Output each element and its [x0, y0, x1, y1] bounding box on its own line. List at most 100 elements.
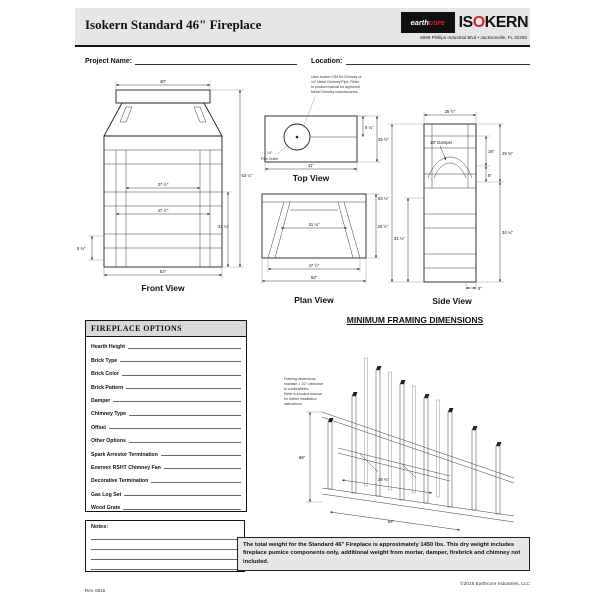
side-dim-depth: 25 ½" — [445, 109, 456, 114]
option-row: Gas Log Set — [86, 484, 246, 498]
front-body — [103, 135, 223, 268]
top-dim-flue: 8 ¼" — [365, 125, 374, 130]
framing-note-line: maintain 1 1/2" clearance — [284, 382, 323, 386]
option-blank — [129, 410, 241, 416]
location-label: Location: — [311, 58, 343, 65]
option-blank — [109, 423, 241, 430]
framing-title: MINIMUM FRAMING DIMENSIONS — [346, 315, 484, 325]
isokern-logo: ISOKERN — [458, 13, 529, 31]
front-view-drawing: 40" 63 ¼" 31 ¼" 37 ½" 47 ½" 8 ¾" 53" Fro… — [77, 79, 253, 293]
side-dim-height: 63 ¼" — [378, 196, 389, 201]
option-blank — [128, 437, 241, 443]
framing-note-line: for further installation — [284, 397, 317, 401]
plan-dim-rear: 31 ¼" — [309, 222, 320, 227]
framing-dim-depth: 29 ¾" — [378, 477, 389, 482]
option-blank — [123, 504, 241, 510]
project-row: Project Name: Location: — [85, 56, 530, 65]
option-blank — [163, 463, 241, 470]
front-dome — [103, 102, 223, 137]
side-view-caption: Side View — [432, 296, 472, 306]
option-row: Damper — [86, 391, 246, 404]
project-name-label: Project Name: — [85, 58, 133, 65]
option-row: Hearth Height — [86, 337, 246, 350]
project-name-blank — [135, 56, 297, 65]
plan-view-caption: Plan View — [294, 295, 334, 305]
front-dim-opening: 31 ¼" — [218, 224, 229, 229]
project-name-field: Project Name: — [85, 56, 297, 65]
plan-view-drawing: 31 ¼" 47 ½" 53" 25 ½" Plan View — [261, 193, 389, 305]
option-blank — [113, 396, 241, 403]
option-blank — [128, 343, 241, 349]
damper-curve — [427, 156, 473, 179]
front-cap — [115, 89, 211, 104]
side-outline — [423, 123, 477, 283]
front-dim-inner-upper: 37 ½" — [158, 182, 169, 187]
framing-note-line: instructions. — [284, 402, 303, 406]
framing-note-line: Framing dimensions — [284, 377, 316, 381]
side-dim-b: 8" — [488, 173, 492, 178]
framing-studs — [327, 366, 502, 515]
notes-blank-line — [91, 540, 239, 550]
front-dim-hearth: 8 ¾" — [77, 246, 86, 251]
framing-note-line: Refer to product manual — [284, 392, 322, 396]
option-blank — [120, 356, 241, 363]
top-dim-depth: 25 ½" — [378, 137, 389, 142]
flue-outlet-label: Flue Outlet — [261, 157, 278, 161]
plan-dim-opening: 47 ½" — [309, 263, 320, 268]
framing-drawing: Framing dimensions maintain 1 1/2" clear… — [284, 357, 515, 531]
option-row: Brick Pattern — [86, 377, 246, 391]
framing-dim-width: 54" — [388, 519, 395, 524]
side-view-drawing: 16" Damper 25 ½" 16" 8" 29 ¾" 34 ¼" 63 ¼… — [378, 109, 513, 306]
chimney-note-line: to product manual for approved — [311, 85, 360, 89]
front-dim-inner-lower: 47 ½" — [158, 208, 169, 213]
front-dim-bottom: 53" — [160, 269, 167, 274]
side-dim-offset: 5" — [478, 286, 482, 291]
damper-label: 16" Damper — [430, 140, 453, 145]
earthcore-logo-earth: earth — [410, 18, 429, 27]
option-row: Chimney Type — [86, 404, 246, 417]
side-dim-lower: 34 ¼" — [502, 230, 513, 235]
chimney-note-line: Metal Chimney manufacturers. — [311, 90, 359, 94]
option-row: Wood Grate — [86, 498, 246, 511]
plan-outline — [261, 193, 367, 259]
top-view-drawing: Uses Isokern DM 54 Chimney or 14" Metal … — [261, 75, 389, 183]
side-dim-upper: 29 ¾" — [502, 151, 513, 156]
option-blank — [124, 490, 241, 497]
notes-blank-line — [91, 530, 239, 540]
location-blank — [345, 56, 530, 65]
option-blank — [151, 477, 241, 483]
option-blank — [121, 370, 241, 376]
top-outline — [264, 115, 358, 163]
option-row: Brick Type — [86, 350, 246, 364]
top-view-caption: Top View — [293, 173, 330, 183]
side-dim-opening: 31 ¼" — [394, 236, 405, 241]
page-title: Isokern Standard 46" Fireplace — [85, 17, 262, 32]
framing-note-line: to combustibles. — [284, 387, 309, 391]
plan-dim-overall: 53" — [311, 275, 318, 280]
framing-dim-height: 66" — [299, 455, 306, 460]
weight-note-box: The total weight for the Standard 46" Fi… — [237, 537, 530, 571]
plan-dim-depth: 25 ½" — [378, 224, 389, 229]
fireplace-options-title: FIREPLACE OPTIONS — [86, 321, 246, 337]
earthcore-logo-core: core — [428, 18, 445, 27]
front-dim-top: 40" — [160, 79, 167, 84]
option-blank — [126, 383, 241, 390]
chimney-note-line: Uses Isokern DM 54 Chimney or — [311, 75, 362, 79]
notes-box: Notes: — [85, 520, 245, 572]
option-row: Offset — [86, 417, 246, 431]
option-row: Brick Color — [86, 364, 246, 377]
fireplace-options-panel: FIREPLACE OPTIONS Hearth Height Brick Ty… — [85, 320, 247, 513]
option-row: Spark Arrestor Termination — [86, 444, 246, 458]
front-dim-height: 63 ¼" — [242, 173, 253, 178]
top-dim-width: 41" — [308, 163, 315, 168]
flue-size-label: 14" — [267, 151, 273, 155]
front-view-caption: Front View — [141, 283, 185, 293]
chimney-note-line: 14" Metal Chimney Pipe. Refer — [311, 80, 360, 84]
side-dim-a: 16" — [488, 149, 495, 154]
option-blank — [160, 450, 241, 457]
notes-label: Notes: — [91, 524, 109, 530]
revision-label: Rev. 0616 — [85, 588, 106, 593]
